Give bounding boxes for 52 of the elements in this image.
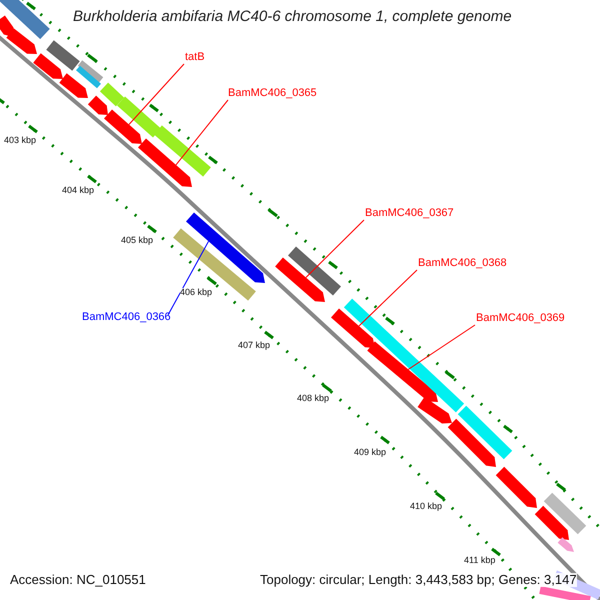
gene-label: BamMC406_0367 <box>365 207 454 220</box>
gene-bar <box>344 298 464 412</box>
gene-bar <box>59 73 88 98</box>
scale-label: 405 kbp <box>121 236 154 246</box>
leader-line <box>408 324 476 370</box>
gene-bar <box>186 212 265 283</box>
gene-bar <box>154 125 211 177</box>
gene-bar <box>458 406 512 460</box>
gene-bar <box>88 96 108 115</box>
leader-line <box>175 100 228 166</box>
info-text: Topology: circular; Length: 3,443,583 bp; Genes: 3,147 <box>260 573 577 588</box>
scale-label: 409 kbp <box>354 448 386 458</box>
gene-bar <box>138 138 192 187</box>
scale-label: 406 kbp <box>180 288 212 298</box>
gene-bar <box>173 228 256 301</box>
info-text: Accession: NC_010551 <box>10 573 146 588</box>
gene-bar <box>6 28 37 54</box>
title: Burkholderia ambifaria MC40-6 chromosome 1, complete genome <box>73 9 512 26</box>
scale-label: 408 kbp <box>297 394 330 404</box>
gene-bar <box>117 96 161 138</box>
gene-bar <box>0 16 14 37</box>
scale-label: 410 kbp <box>410 502 442 512</box>
leader-line <box>128 64 184 125</box>
scale-label: 404 kbp <box>62 186 94 196</box>
gene-bar <box>288 246 341 296</box>
gene-bar <box>46 40 80 71</box>
leader-line <box>305 220 364 278</box>
gene-label: BamMC406_0365 <box>228 87 317 100</box>
gene-bar <box>539 586 591 600</box>
gene-bar <box>331 308 375 348</box>
gene-label: BamMC406_0369 <box>476 312 565 324</box>
gene-bar <box>534 506 569 540</box>
gene-bar <box>275 258 325 302</box>
gene-bar <box>367 341 438 402</box>
gene-label: tatB <box>185 51 205 64</box>
scale-label: 407 kbp <box>238 341 270 351</box>
gene-bar <box>0 0 50 40</box>
gene-bar <box>448 418 496 467</box>
gene-bar <box>33 53 63 79</box>
scale-label: 403 kbp <box>4 136 36 146</box>
gene-label: BamMC406_0366 <box>82 311 171 324</box>
gene-bar <box>76 66 101 88</box>
scale-label: 411 kbp <box>464 556 496 566</box>
leader-line <box>358 270 418 326</box>
gene-bar <box>558 537 574 552</box>
gene-bar <box>544 492 586 534</box>
gene-bar <box>418 397 452 424</box>
gene-bar <box>100 82 124 106</box>
gene-label: BamMC406_0368 <box>418 257 507 270</box>
leader-line <box>168 240 210 316</box>
gene-bar <box>104 110 142 144</box>
gene-bar <box>496 466 537 508</box>
